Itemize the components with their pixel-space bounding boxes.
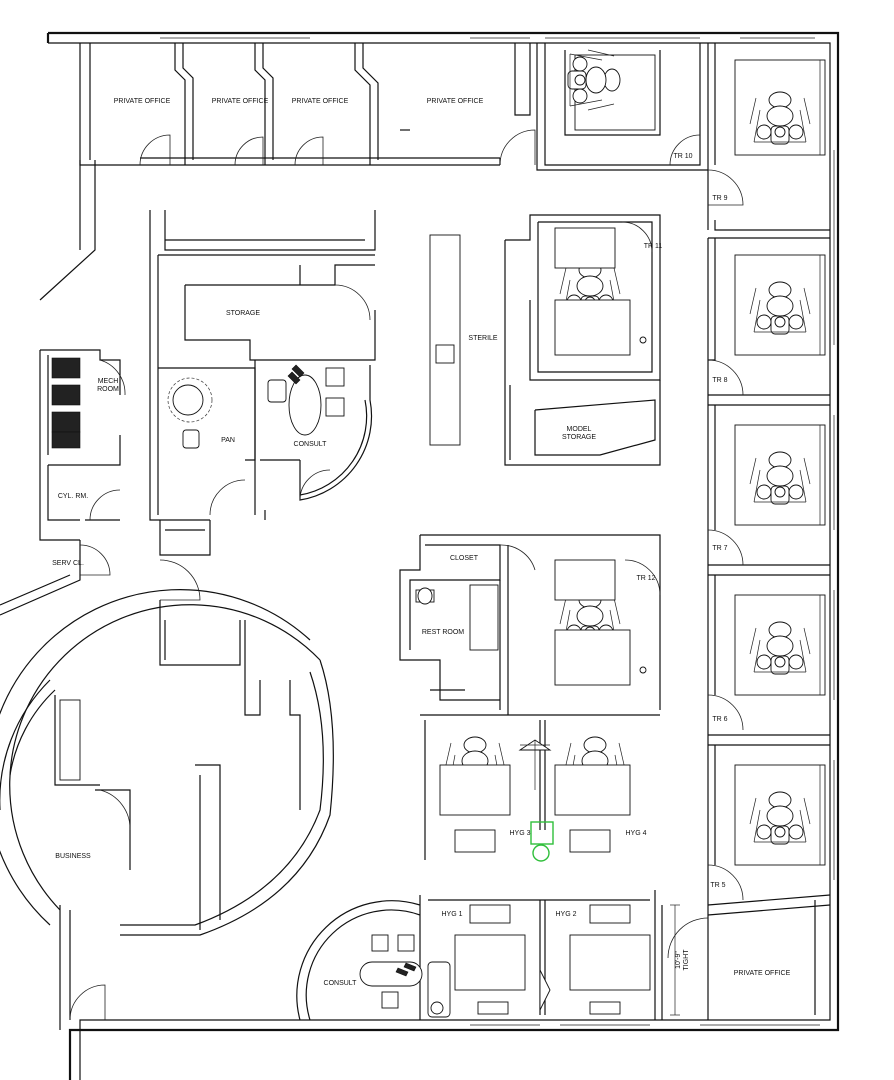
label-mech-room-2: ROOM: [97, 386, 119, 393]
label-sterile: STERILE: [468, 335, 498, 342]
label-tr-5: TR 5: [710, 882, 725, 889]
business-area: [0, 589, 334, 1030]
label-tr-12: TR 12: [636, 575, 655, 582]
label-closet: CLOSET: [450, 555, 479, 562]
label-tr-9: TR 9: [712, 195, 727, 202]
label-hyg-4: HYG 4: [625, 830, 646, 837]
bottom-private-office: [667, 900, 816, 1016]
storage-pan-consult: [149, 210, 376, 521]
tr10-room: [536, 43, 708, 171]
label-consult-1: CONSULT: [294, 441, 328, 448]
label-hyg-3: HYG 3: [509, 830, 530, 837]
label-private-office-1: PRIVATE OFFICE: [114, 98, 171, 105]
label-hyg-1: HYG 1: [441, 911, 462, 918]
mech-cyl-serv: [39, 349, 201, 601]
hyg1-hyg2-consult: [296, 890, 663, 1021]
label-tr-6: TR 6: [712, 716, 727, 723]
label-tr-10: TR 10: [673, 153, 692, 160]
right-treatment-rooms-walls: [707, 43, 831, 1020]
label-private-office-5: PRIVATE OFFICE: [734, 970, 791, 977]
label-consult-2: CONSULT: [324, 980, 358, 987]
label-private-office-2: PRIVATE OFFICE: [212, 98, 269, 105]
dimension-note: TIGHT: [683, 949, 690, 971]
label-hyg-2: HYG 2: [555, 911, 576, 918]
dimension-label: 10'-9": [675, 951, 682, 969]
label-tr-11: TR 11: [644, 243, 663, 250]
label-cyl-rm: CYL. RM.: [58, 493, 88, 500]
label-private-office-4: PRIVATE OFFICE: [427, 98, 484, 105]
highlighted-sink-box: [530, 821, 554, 845]
exterior-walls: [0, 31, 840, 1080]
hyg3-hyg4: [420, 714, 660, 860]
label-serv-cl: SERV CL.: [52, 560, 84, 567]
label-tr-8: TR 8: [712, 377, 727, 384]
corridor-walls: [159, 520, 241, 666]
sterile-area: [429, 234, 661, 466]
label-tr-7: TR 7: [712, 545, 727, 552]
label-business: BUSINESS: [55, 853, 91, 860]
closet-restroom-tr12: [399, 534, 661, 715]
label-pan: PAN: [221, 437, 235, 444]
label-mech-room-1: MECH: [98, 378, 119, 385]
top-offices-walls: [79, 43, 536, 166]
label-storage: STORAGE: [226, 310, 260, 317]
label-rest-room: REST ROOM: [422, 629, 464, 636]
label-model-storage-2: STORAGE: [562, 434, 596, 441]
tr11-room: [505, 214, 661, 381]
label-private-office-3: PRIVATE OFFICE: [292, 98, 349, 105]
highlighted-sink-bowl: [532, 844, 550, 862]
label-model-storage-1: MODEL: [567, 426, 592, 433]
